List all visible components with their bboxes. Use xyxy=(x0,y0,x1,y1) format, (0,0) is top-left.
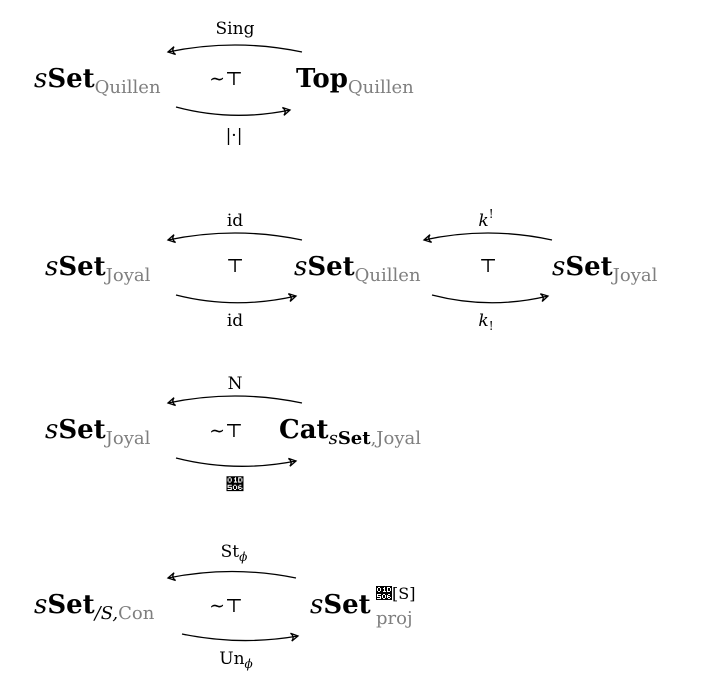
d4-bottom-arrow xyxy=(175,457,298,467)
d5-right-superscript: 𝔆[S] xyxy=(376,584,415,603)
d3-top-label: k! xyxy=(478,207,493,231)
d3-adjunction-symbol: ⊤ xyxy=(479,255,497,277)
d2-right-object: sSetQuillen xyxy=(294,252,421,286)
d1-top-arrow xyxy=(166,44,303,56)
d5-adjunction-symbol: ∼⊤ xyxy=(209,595,243,617)
d3-bottom-label: k! xyxy=(478,311,493,333)
d4-right-object: CatsSet,Joyal xyxy=(279,415,421,449)
d5-right-subscript: proj xyxy=(376,608,413,629)
d2-bottom-label: id xyxy=(227,311,243,331)
d1-left-object: sSetQuillen xyxy=(34,64,161,98)
d5-top-arrow xyxy=(166,570,297,582)
d1-adjunction-symbol: ∼⊤ xyxy=(209,68,243,90)
d3-right-object: sSetJoyal xyxy=(552,252,658,286)
d2-adjunction-symbol: ⊤ xyxy=(226,255,244,277)
d2-left-object: sSetJoyal xyxy=(45,252,151,286)
d2-top-label: id xyxy=(227,211,243,231)
d3-top-arrow xyxy=(422,232,553,244)
d4-left-object: sSetJoyal xyxy=(45,415,151,449)
d1-bottom-label: |·| xyxy=(226,126,243,146)
d3-bottom-arrow xyxy=(431,293,550,304)
d5-right-object: sSet xyxy=(310,590,371,620)
d5-bottom-arrow xyxy=(181,632,300,642)
d5-top-label: Stϕ xyxy=(221,542,248,564)
d1-top-label: Sing xyxy=(216,19,255,39)
d4-top-arrow xyxy=(166,395,303,407)
diagram-1: sSetQuillen TopQuillen Sing |·| ∼⊤ xyxy=(34,19,414,146)
d5-bottom-label: Unϕ xyxy=(219,649,252,671)
diagram-5: sSet/S,Con sSet 𝔆[S] proj Stϕ Unϕ ∼⊤ xyxy=(34,542,415,671)
d2-top-arrow xyxy=(166,232,303,244)
diagram-2: sSetJoyal sSetQuillen id id ⊤ xyxy=(45,211,421,331)
diagram-4: sSetJoyal CatsSet,Joyal N 𝔆 ∼⊤ xyxy=(45,374,421,495)
d1-bottom-arrow xyxy=(175,106,292,116)
d2-bottom-arrow xyxy=(175,293,298,304)
d4-adjunction-symbol: ∼⊤ xyxy=(209,420,243,442)
d1-right-object: TopQuillen xyxy=(296,64,414,98)
d5-left-object: sSet/S,Con xyxy=(34,590,155,624)
d4-bottom-label: 𝔆 xyxy=(227,475,244,495)
d4-top-label: N xyxy=(228,374,243,394)
diagram-3: sSetJoyal k! k! ⊤ xyxy=(422,207,658,333)
